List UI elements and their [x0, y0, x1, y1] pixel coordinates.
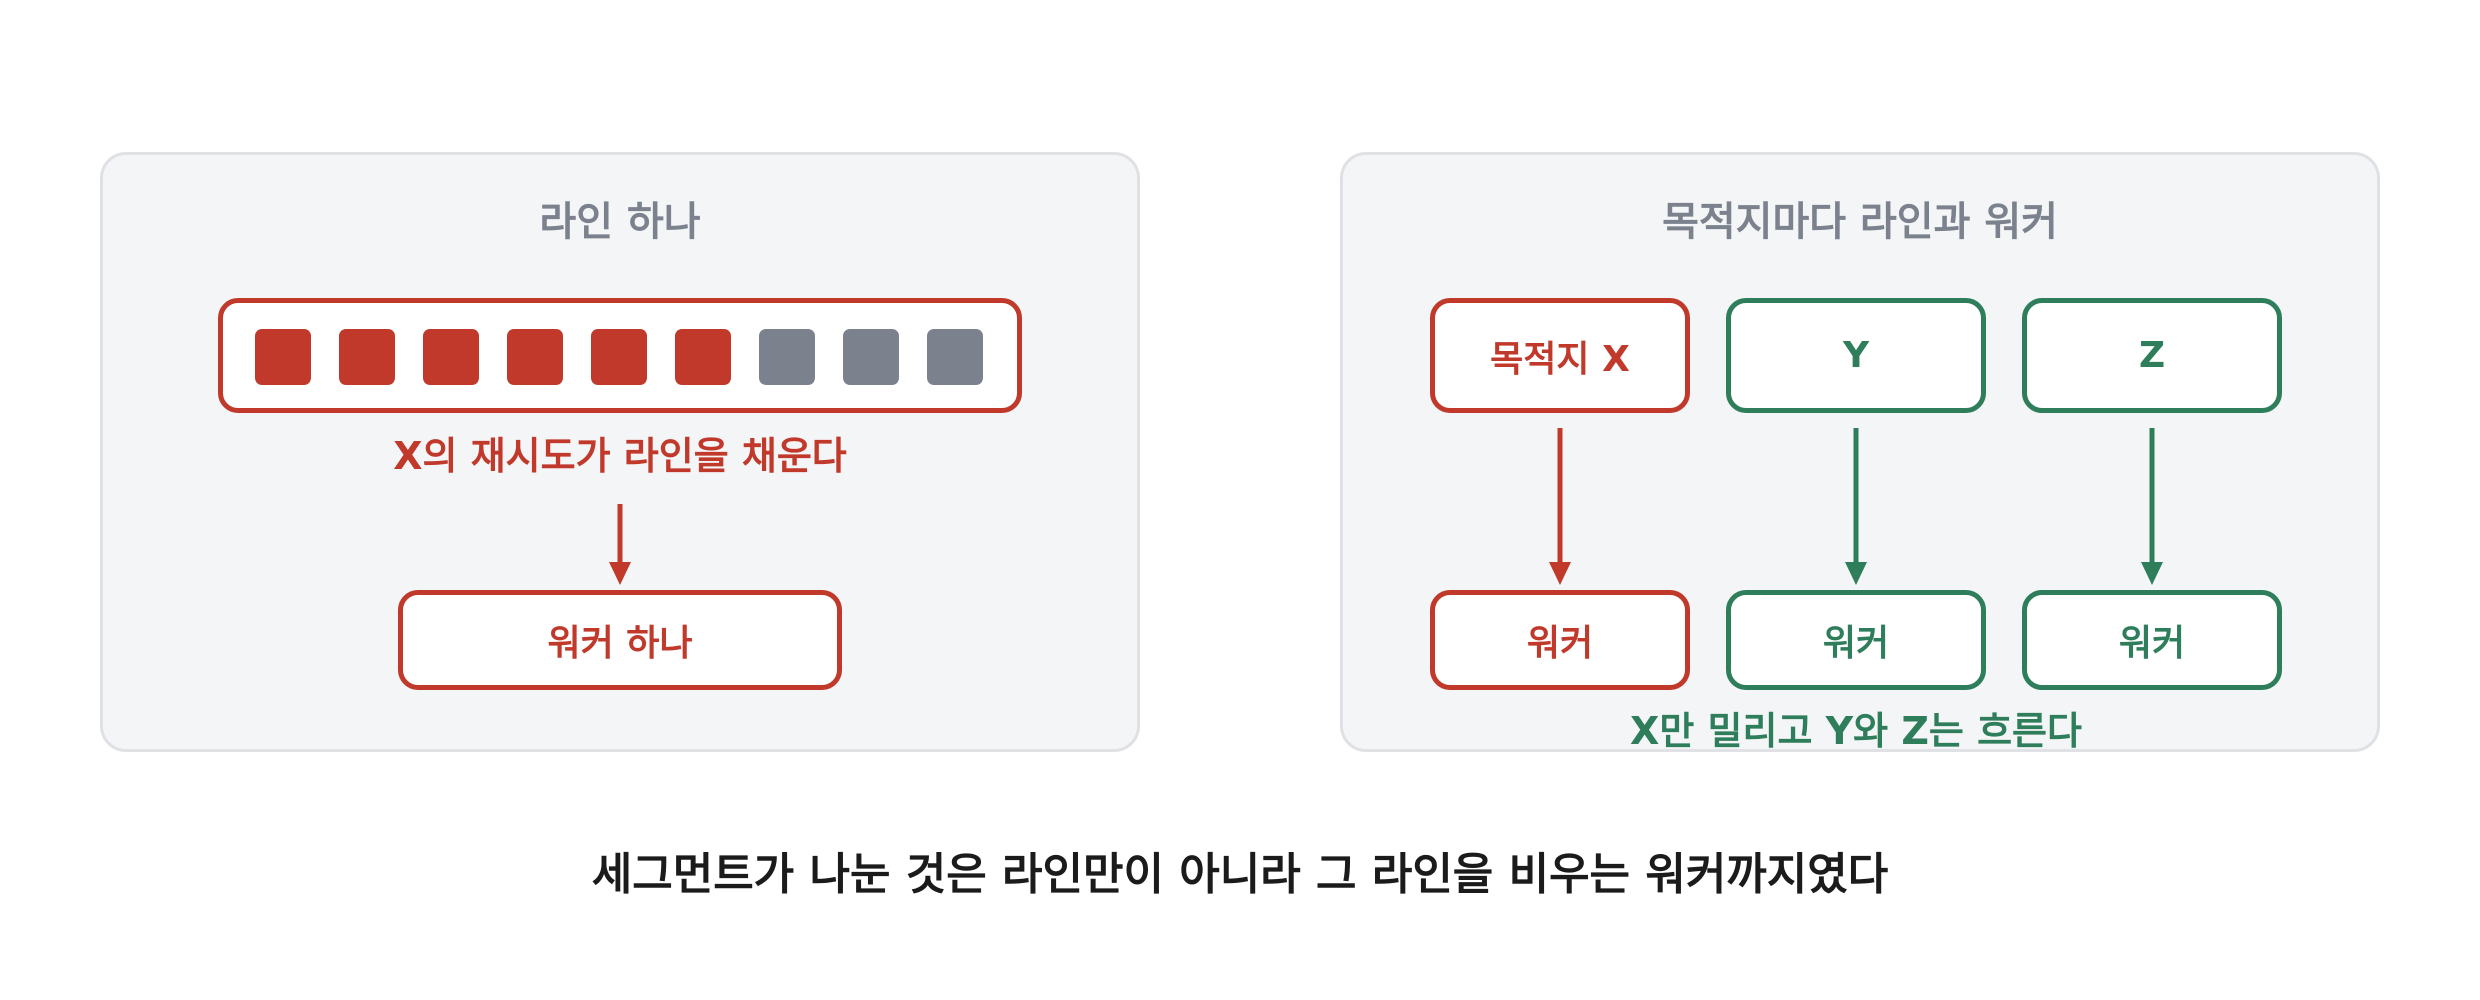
- destination-z-box: Z: [2022, 298, 2282, 413]
- worker-x-box: 워커: [1430, 590, 1690, 690]
- single-worker-box: 워커 하나: [398, 590, 842, 690]
- y-to-worker-arrow: [1845, 428, 1867, 585]
- lane-slot-filled: [255, 329, 311, 385]
- footer-summary: 세그먼트가 나눈 것은 라인만이 아니라 그 라인을 비우는 워커까지였다: [591, 849, 1889, 900]
- lane-slot-row: [223, 303, 1017, 408]
- destination-y-box: Y: [1726, 298, 1986, 413]
- lane-slot-filled: [339, 329, 395, 385]
- destination-x-box: 목적지 X: [1430, 298, 1690, 413]
- lane-slot-empty: [759, 329, 815, 385]
- lane-slot-empty: [927, 329, 983, 385]
- lane-slot-filled: [675, 329, 731, 385]
- lane-slot-filled: [591, 329, 647, 385]
- lane-filled-caption: X의 재시도가 라인을 채운다: [393, 434, 847, 478]
- worker-y-box: 워커: [1726, 590, 1986, 690]
- x-to-worker-arrow: [1549, 428, 1571, 585]
- isolation-caption: X만 밀리고 Y와 Z는 흐른다: [1630, 709, 2082, 753]
- lane-to-worker-arrow: [609, 504, 631, 585]
- single-lane-panel-title: 라인 하나: [539, 199, 701, 245]
- shared-lane: [218, 298, 1022, 413]
- lane-slot-filled: [423, 329, 479, 385]
- z-to-worker-arrow: [2141, 428, 2163, 585]
- worker-z-box: 워커: [2022, 590, 2282, 690]
- per-destination-panel-title: 목적지마다 라인과 워커: [1662, 199, 2058, 245]
- lane-slot-empty: [843, 329, 899, 385]
- lane-slot-filled: [507, 329, 563, 385]
